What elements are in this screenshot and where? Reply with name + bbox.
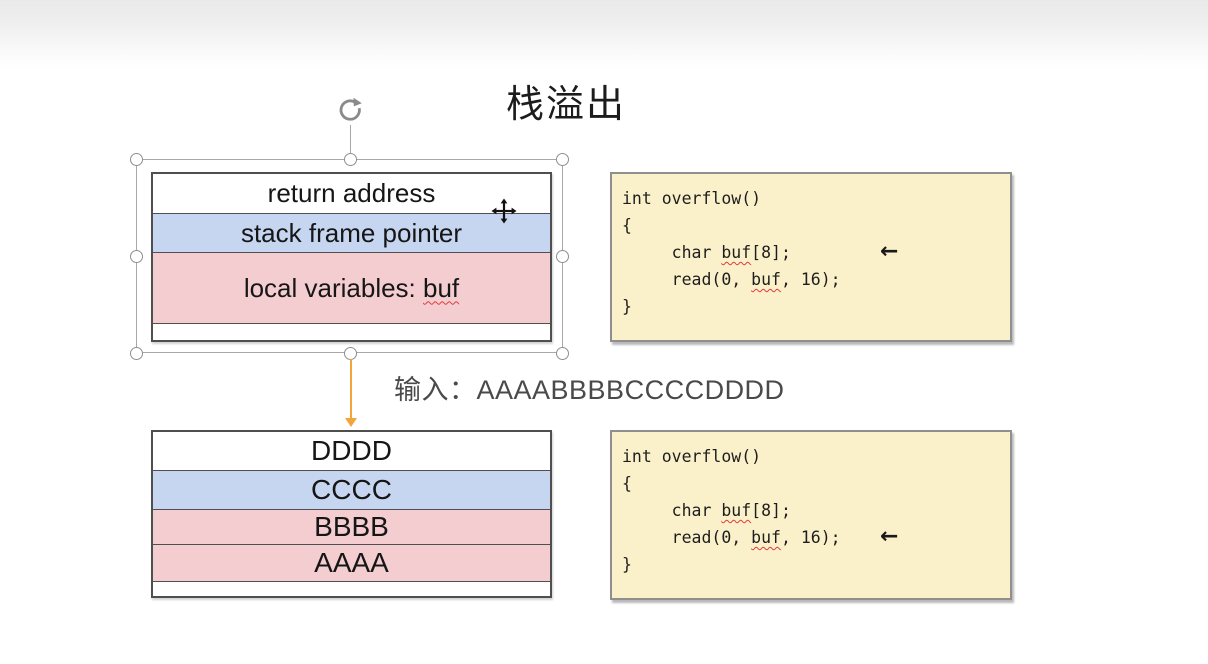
stack-row: DDDD [153, 432, 550, 471]
text-segment: stack frame pointer [240, 217, 463, 248]
rotate-handle-icon[interactable] [336, 95, 366, 130]
misspelled-word: buf [423, 272, 460, 303]
flow-arrow-head-icon [345, 418, 357, 427]
code-line: char buf[8]; [622, 239, 1010, 266]
text-segment: , 16); [780, 528, 841, 547]
text-segment: DDDD [311, 435, 392, 466]
code-line: { [622, 470, 1010, 497]
code-line: { [622, 212, 1010, 239]
text-segment: [8]; [751, 243, 791, 262]
code-line: int overflow() [622, 443, 1010, 470]
misspelled-word: buf [751, 270, 781, 289]
stack-table-after[interactable]: DDDD CCCC BBBB AAAA [151, 430, 552, 598]
text-segment: int overflow() [622, 447, 762, 466]
text-segment: } [622, 555, 632, 574]
selection-handle-e[interactable] [556, 250, 569, 263]
slide-title[interactable]: 栈溢出 [506, 84, 627, 126]
stack-row: BBBB [153, 510, 550, 545]
misspelled-word: buf [721, 243, 752, 262]
stack-row: stack frame pointer [153, 214, 550, 253]
selection-handle-sw[interactable] [130, 347, 143, 360]
code-line: read(0, buf, 16); [622, 266, 1010, 293]
stack-table-before[interactable]: return address stack frame pointer local v… [151, 172, 552, 342]
selection-handle-n[interactable] [344, 153, 357, 166]
rotate-handle-stem [350, 125, 351, 153]
text-segment: { [622, 474, 632, 493]
text-segment: local variables: [243, 272, 424, 303]
flow-arrow[interactable] [350, 359, 353, 419]
stack-row: local variables: buf [153, 253, 550, 324]
stack-row [153, 582, 550, 596]
stack-row [153, 324, 550, 340]
code-pointer-arrow-icon: ← [880, 239, 899, 264]
code-line: } [622, 293, 1010, 320]
misspelled-word: buf [751, 528, 781, 547]
text-segment: [8]; [751, 501, 791, 520]
selection-handle-nw[interactable] [130, 153, 143, 166]
input-text[interactable]: 输入：AAAABBBBCCCCDDDD [394, 375, 785, 405]
text-segment: read(0, [622, 270, 752, 289]
text-segment: BBBB [314, 511, 389, 542]
text-segment: read(0, [622, 528, 752, 547]
stack-row: AAAA [153, 545, 550, 582]
text-segment: CCCC [311, 474, 392, 505]
stack-row: return address [153, 174, 550, 214]
move-cursor-icon [491, 198, 517, 229]
stack-row: CCCC [153, 471, 550, 510]
code-pointer-arrow-icon: ← [880, 524, 899, 549]
text-segment: } [622, 297, 632, 316]
text-segment: , 16); [780, 270, 841, 289]
code-line: } [622, 551, 1010, 578]
selection-handle-w[interactable] [130, 250, 143, 263]
code-box-after[interactable]: int overflow(){ char buf[8]; read(0, buf… [610, 430, 1012, 600]
misspelled-word: buf [721, 501, 752, 520]
text-segment: AAAA [314, 547, 389, 578]
selection-handle-se[interactable] [556, 347, 569, 360]
text-segment: char [622, 501, 722, 520]
text-segment: { [622, 216, 632, 235]
code-line: read(0, buf, 16); [622, 524, 1010, 551]
text-segment: int overflow() [622, 189, 762, 208]
selection-handle-ne[interactable] [556, 153, 569, 166]
code-line: int overflow() [622, 185, 1010, 212]
text-segment: return address [267, 178, 436, 208]
code-line: char buf[8]; [622, 497, 1010, 524]
code-box-before[interactable]: int overflow(){ char buf[8]; read(0, buf… [610, 172, 1012, 342]
text-segment: char [622, 243, 722, 262]
